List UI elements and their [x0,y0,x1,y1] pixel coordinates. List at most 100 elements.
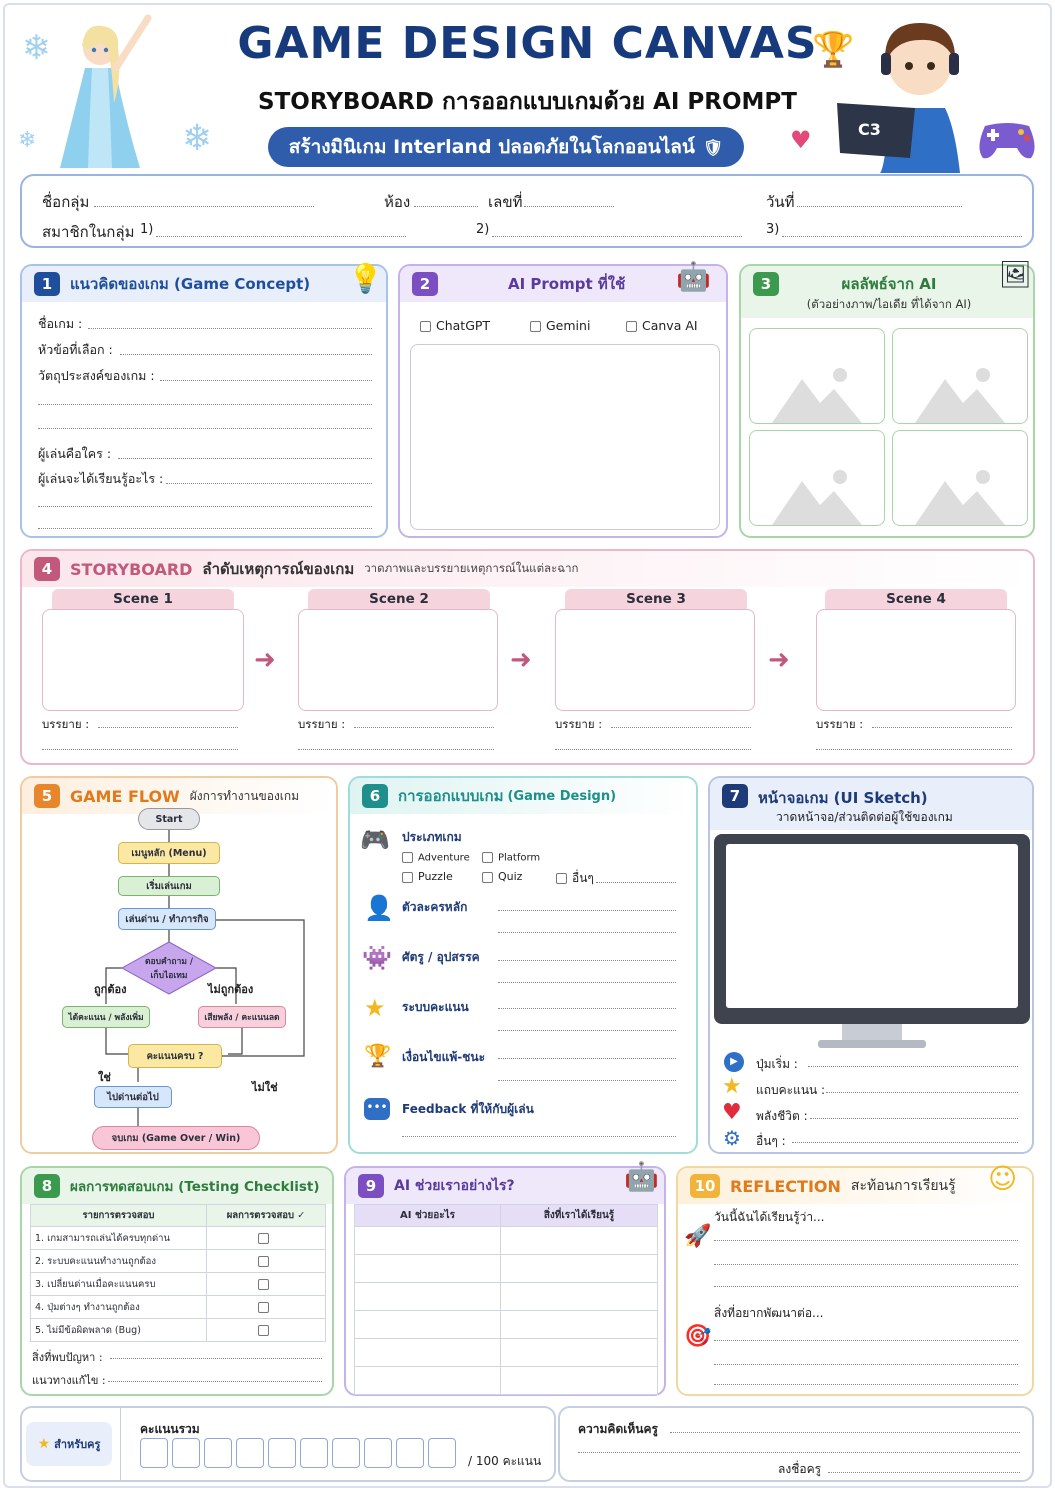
image-placeholder[interactable] [892,328,1028,424]
score-system-field[interactable] [498,1008,676,1009]
objective-field-2[interactable] [38,404,372,405]
learning-field[interactable] [166,483,372,484]
type-other-field[interactable] [596,882,676,883]
improve-field-3[interactable] [714,1384,1018,1385]
table-cell[interactable] [354,1282,501,1311]
table-cell[interactable] [500,1282,658,1311]
checkbox[interactable] [258,1278,269,1290]
describe-field-2[interactable] [555,749,751,750]
checkbox[interactable] [258,1232,269,1244]
teacher-comment-field[interactable] [670,1432,1020,1433]
describe-field-2[interactable] [816,749,1012,750]
other-ui-field[interactable] [792,1142,1018,1143]
teacher-sign-field[interactable] [828,1472,1020,1473]
monitor-screen[interactable] [726,844,1018,1008]
type-puzzle[interactable]: Puzzle [402,870,453,883]
image-placeholder[interactable] [749,430,885,526]
learning-field-2[interactable] [38,506,372,507]
improve-field[interactable] [714,1340,1018,1341]
table-cell[interactable] [500,1366,658,1395]
score-system-field-2[interactable] [498,1030,676,1031]
fix-field[interactable] [108,1381,322,1382]
table-cell[interactable] [354,1366,501,1395]
table-cell[interactable] [354,1338,501,1367]
score-box[interactable] [236,1438,264,1468]
scene-box[interactable] [816,609,1016,711]
win-condition-field[interactable] [498,1058,676,1059]
health-field[interactable] [810,1118,1018,1119]
checkbox[interactable] [626,321,637,332]
table-cell[interactable] [500,1338,658,1367]
table-cell[interactable] [354,1254,501,1283]
group-name-field[interactable] [94,206,314,207]
describe-field[interactable] [611,727,751,728]
describe-field-2[interactable] [42,749,238,750]
describe-field[interactable] [98,727,238,728]
learned-field-3[interactable] [714,1286,1018,1287]
type-other[interactable]: อื่นๆ [556,869,594,888]
checkbox[interactable] [258,1255,269,1267]
checkbox[interactable] [258,1324,269,1336]
score-box[interactable] [268,1438,296,1468]
main-character-field[interactable] [498,910,676,911]
describe-field[interactable] [872,727,1012,728]
start-button-field[interactable] [808,1066,1018,1067]
member-2-field[interactable] [492,236,742,237]
image-placeholder[interactable] [892,430,1028,526]
member-1-field[interactable] [156,236,406,237]
improve-field-2[interactable] [714,1364,1018,1365]
checkbox[interactable] [402,852,413,863]
scene-box[interactable] [298,609,498,711]
game-name-field[interactable] [88,328,372,329]
score-box[interactable] [300,1438,328,1468]
table-cell[interactable] [354,1226,501,1255]
room-field[interactable] [414,206,478,207]
score-boxes[interactable] [140,1438,456,1468]
learned-field[interactable] [714,1240,1018,1241]
score-box[interactable] [140,1438,168,1468]
score-box[interactable] [172,1438,200,1468]
feedback-field[interactable] [402,1136,676,1137]
score-box[interactable] [364,1438,392,1468]
problem-field[interactable] [110,1358,322,1359]
checkbox[interactable] [530,321,541,332]
describe-field-2[interactable] [298,749,494,750]
checkbox[interactable] [258,1301,269,1313]
option-canva-ai[interactable]: Canva AI [626,318,698,333]
table-cell[interactable] [354,1310,501,1339]
scene-box[interactable] [42,609,244,711]
checkbox[interactable] [556,873,567,884]
describe-field[interactable] [354,727,494,728]
type-adventure[interactable]: Adventure [402,852,470,864]
date-field[interactable] [797,206,962,207]
score-box[interactable] [204,1438,232,1468]
enemy-field[interactable] [498,960,676,961]
learning-field-3[interactable] [38,528,372,529]
checkbox[interactable] [482,871,493,883]
teacher-comment-field-2[interactable] [578,1452,1020,1453]
objective-field-3[interactable] [38,428,372,429]
score-box[interactable] [428,1438,456,1468]
option-chatgpt[interactable]: ChatGPT [420,318,490,333]
number-field[interactable] [524,206,614,207]
checkbox[interactable] [402,871,413,883]
checkbox[interactable] [420,321,431,332]
score-bar-field[interactable] [826,1092,1018,1093]
type-quiz[interactable]: Quiz [482,870,522,883]
option-gemini[interactable]: Gemini [530,318,590,333]
type-platform[interactable]: Platform [482,852,540,864]
member-3-field[interactable] [782,236,1022,237]
win-condition-field-2[interactable] [498,1080,676,1081]
player-field[interactable] [118,458,372,459]
main-character-field-2[interactable] [498,932,676,933]
score-box[interactable] [332,1438,360,1468]
checkbox[interactable] [482,852,493,863]
image-placeholder[interactable] [749,328,885,424]
learned-field-2[interactable] [714,1264,1018,1265]
enemy-field-2[interactable] [498,982,676,983]
table-cell[interactable] [500,1226,658,1255]
scene-box[interactable] [555,609,755,711]
table-cell[interactable] [500,1310,658,1339]
prompt-box[interactable] [410,344,720,530]
score-box[interactable] [396,1438,424,1468]
